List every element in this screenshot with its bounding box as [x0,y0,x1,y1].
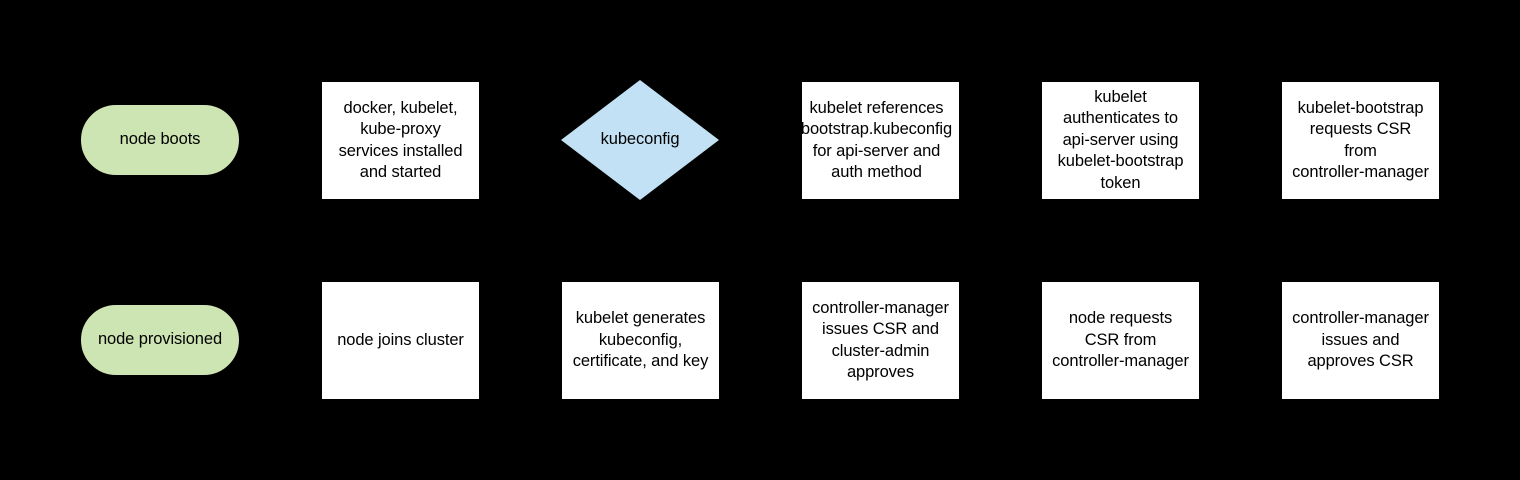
flow-node-services-installed[interactable]: docker, kubelet, kube-proxy services ins… [321,81,480,200]
flow-node-cm-issues-approves[interactable]: controller-manager issues and approves C… [1281,281,1440,400]
node-label: kubelet authenticates to api-server usin… [1057,87,1184,192]
flow-node-kubelet-references[interactable]: kubelet references bootstrap.kubeconfig … [801,81,960,200]
flow-node-node-provisioned[interactable]: node provisioned [81,305,239,375]
flow-node-node-joins-cluster[interactable]: node joins cluster [321,281,480,400]
flow-node-node-requests-csr[interactable]: node requests CSR from controller-manage… [1041,281,1200,400]
node-label: kubelet references bootstrap.kubeconfig … [800,98,953,182]
node-label: controller-manager issues and approves C… [1292,309,1429,371]
flow-node-bootstrap-requests-csr[interactable]: kubelet-bootstrap requests CSR from cont… [1281,81,1440,200]
node-label: kubelet-bootstrap requests CSR from cont… [1292,98,1429,182]
flow-node-cm-issues-csr[interactable]: controller-manager issues CSR and cluste… [801,281,960,400]
node-label: kubelet generates kubeconfig, certificat… [572,309,709,371]
flow-node-kubelet-authenticates[interactable]: kubelet authenticates to api-server usin… [1041,81,1200,200]
node-label: controller-manager issues CSR and cluste… [812,298,949,382]
node-label: node boots [119,130,201,149]
node-label: docker, kubelet, kube-proxy services ins… [338,98,463,182]
flow-node-kubeconfig-decision[interactable]: kubeconfig [561,80,719,200]
flow-node-node-boots[interactable]: node boots [81,105,239,175]
node-label: node requests CSR from controller-manage… [1052,309,1189,371]
node-label: kubeconfig [600,130,680,149]
node-label: node provisioned [97,330,223,349]
flow-node-kubelet-generates[interactable]: kubelet generates kubeconfig, certificat… [561,281,720,400]
node-label: node joins cluster [337,330,464,349]
